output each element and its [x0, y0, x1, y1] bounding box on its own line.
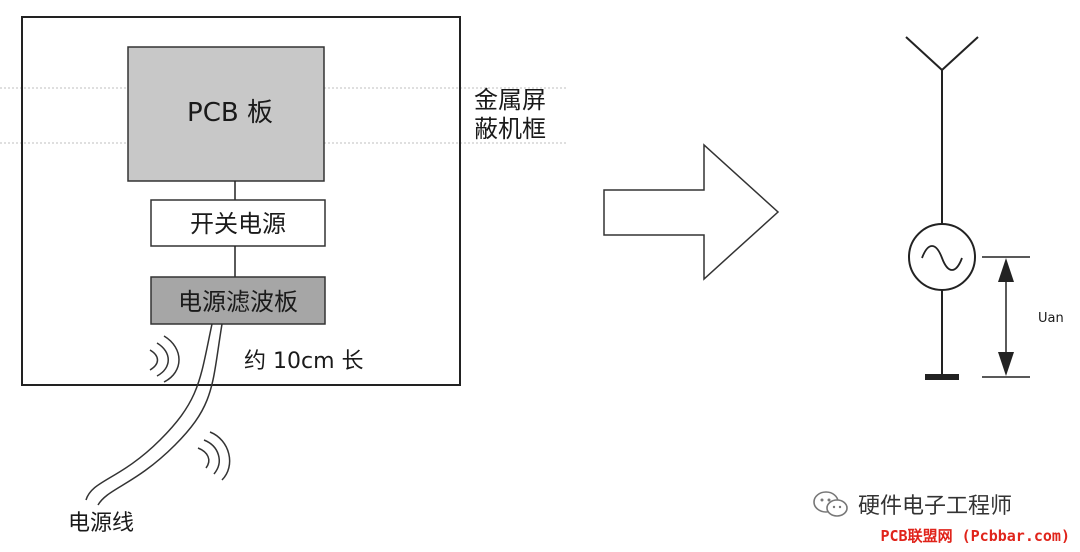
ground-icon — [925, 374, 959, 380]
voltage-label: Uan — [1038, 311, 1064, 326]
antenna-icon — [905, 36, 979, 235]
power-cord-label: 电源线 — [68, 511, 134, 536]
metal-shield-frame — [21, 16, 461, 386]
filter-board — [150, 276, 326, 325]
radiation-waves-upper — [149, 335, 180, 383]
switching-power-box — [150, 199, 326, 247]
power-cord-wire-1 — [85, 323, 213, 501]
sine-wave-icon — [921, 245, 963, 271]
switching-power-label: 开关电源 — [190, 210, 286, 238]
equivalence-arrow — [603, 143, 780, 281]
watermark-text: 硬件电子工程师 — [858, 494, 1013, 519]
watermark: 硬件电子工程师 — [812, 488, 1012, 520]
cord-length-label: 约 10cm 长 — [244, 349, 364, 374]
pcb-board-label: PCB 板 — [187, 98, 273, 128]
filter-board-label: 电源滤波板 — [178, 288, 298, 316]
radiation-waves-lower — [197, 431, 231, 481]
shield-label-line1: 金属屏 — [474, 86, 546, 114]
dimension-arrow-down — [998, 352, 1014, 376]
pcb-board — [127, 46, 325, 182]
power-cord-wire-2 — [97, 323, 223, 506]
shield-label-line2: 蔽机框 — [474, 115, 546, 143]
site-footer: PCB联盟网 (Pcbbar.com) — [880, 527, 1071, 545]
dimension-arrow-up — [998, 258, 1014, 282]
wechat-icon — [813, 491, 848, 517]
